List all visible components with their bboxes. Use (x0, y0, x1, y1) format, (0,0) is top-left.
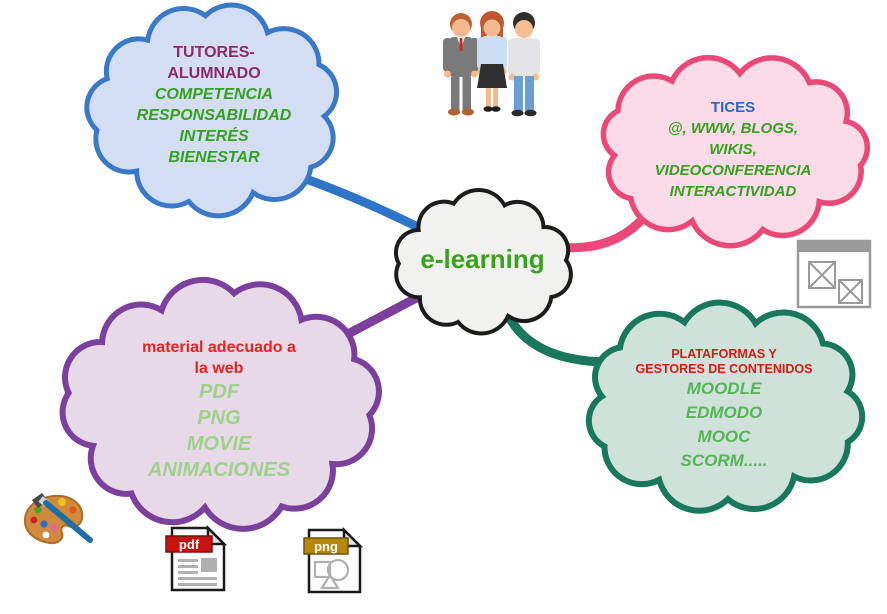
material-title-line2: la web (194, 360, 244, 377)
png-file-icon: png (303, 526, 364, 594)
plataformas-title-line1: PLATAFORMAS Y (671, 347, 777, 361)
tutores-item: INTERÉS (179, 128, 249, 145)
plataformas-item: MOOC (697, 427, 751, 446)
material-item: PDF (199, 381, 239, 403)
png-banner (303, 537, 349, 555)
missing-image-box (838, 279, 863, 304)
material-item: PNG (197, 407, 241, 429)
plataformas-title-line2: GESTORES DE CONTENIDOS (635, 362, 813, 376)
material-item: ANIMACIONES (147, 459, 291, 481)
png-banner-label: png (314, 539, 338, 554)
plataformas-item: EDMODO (685, 403, 763, 422)
paint-palette-icon (23, 493, 93, 545)
cloud-elearning (393, 187, 573, 336)
cloud-tices-text: TICES @, WWW, BLOGS, WIKIS, VIDEOCONFERE… (613, 97, 853, 202)
connector-plataformas (501, 306, 609, 367)
pdf-banner-label: pdf (179, 537, 200, 552)
pdf-content-lines (178, 558, 217, 586)
person-man-jeans (508, 12, 540, 117)
tices-title: TICES (710, 99, 756, 116)
material-item: MOVIE (186, 433, 252, 455)
window-titlebar (798, 241, 870, 252)
tices-item: @, WWW, BLOGS, (667, 120, 799, 137)
tices-item: WIKIS, (709, 141, 757, 158)
cloud-material (59, 276, 382, 532)
person-man-suit (443, 13, 479, 116)
material-title-line1: material adecuado a (142, 339, 296, 356)
tutores-item: BIENESTAR (168, 149, 260, 166)
tutores-title-line2: ALUMNADO (167, 65, 261, 82)
broken-images-window-icon (796, 239, 872, 309)
png-content-shapes (313, 558, 350, 590)
plataformas-item: SCORM..... (680, 451, 768, 470)
cloud-plataformas-text: PLATAFORMAS Y GESTORES DE CONTENIDOS MOO… (612, 347, 836, 473)
tices-item: VIDEOCONFERENCIA (654, 162, 812, 179)
cloud-tices (600, 54, 871, 249)
paint-brush (32, 493, 93, 543)
plataformas-item: MOODLE (686, 379, 762, 398)
connector-tutores (298, 173, 437, 239)
person-woman (477, 11, 507, 112)
missing-image-box (808, 261, 836, 289)
pdf-banner (165, 535, 213, 553)
tutores-title-line1: TUTORES- (173, 44, 255, 61)
people-icon (443, 11, 540, 117)
tutores-item: COMPETENCIA (154, 86, 274, 103)
connector-material (341, 290, 427, 340)
cloud-tutores-text: TUTORES- ALUMNADO COMPETENCIA RESPONSABI… (94, 42, 334, 168)
tutores-item: RESPONSABILIDAD (136, 107, 292, 124)
clouds (59, 2, 871, 532)
tices-item: INTERACTIVIDAD (669, 183, 797, 200)
center-cloud-label: e-learning (420, 244, 545, 274)
cloud-plataformas (585, 299, 866, 514)
pdf-file-icon: pdf (165, 524, 228, 592)
cloud-tutores (84, 2, 340, 219)
cloud-material-text: material adecuado a la web PDF PNG MOVIE… (90, 337, 348, 483)
